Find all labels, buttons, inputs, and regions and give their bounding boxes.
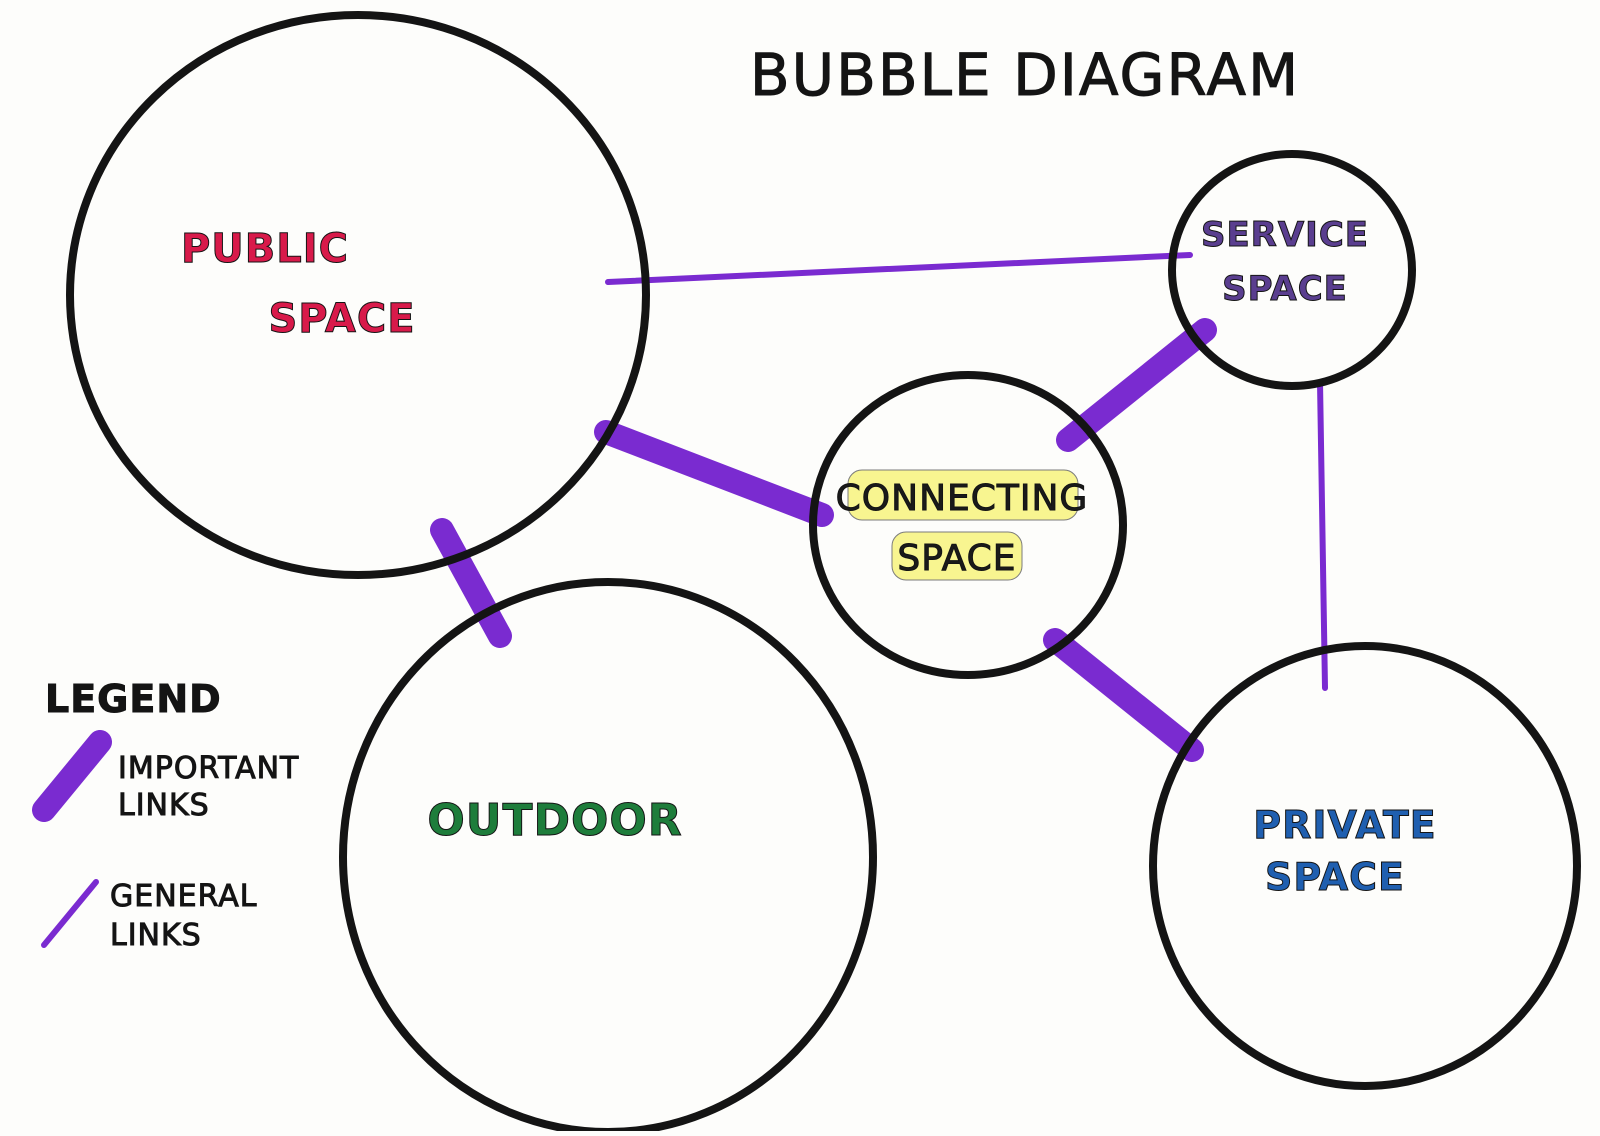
bubble-service-space xyxy=(1168,150,1416,390)
legend-important-swatch xyxy=(32,730,112,822)
connecting-highlight xyxy=(847,469,1079,521)
links-layer xyxy=(430,252,1328,762)
legend-important-label-line1: IMPORTANT xyxy=(118,751,299,786)
legend-general-swatch xyxy=(41,879,99,948)
legend-title: LEGEND xyxy=(45,677,222,721)
link-public-connecting xyxy=(594,420,834,527)
link-connecting-service xyxy=(1056,318,1217,452)
connecting-space-label-line1: CONNECTING xyxy=(836,478,1089,519)
labels-layer: PUBLIC SPACE SERVICE SPACE CONNECTING SP… xyxy=(180,215,1436,900)
public-space-label-line1: PUBLIC xyxy=(181,226,349,272)
bubble-private-space xyxy=(1149,642,1581,1090)
link-public-service xyxy=(605,252,1193,285)
legend: LEGEND IMPORTANT LINKS GENERAL LINKS xyxy=(32,677,299,954)
bubble-public-space xyxy=(66,11,650,579)
legend-important-label-line2: LINKS xyxy=(118,788,210,823)
link-connecting-private xyxy=(1043,628,1204,762)
bubbles-layer xyxy=(66,11,1581,1136)
legend-general-label-line1: GENERAL xyxy=(110,879,257,914)
bubble-outdoor xyxy=(339,578,877,1136)
service-space-label-line1: SERVICE xyxy=(1201,215,1369,255)
connecting-space-label-line2: SPACE xyxy=(897,538,1016,579)
link-service-private xyxy=(1317,379,1328,691)
private-space-label-line2: SPACE xyxy=(1265,855,1405,899)
service-space-label-line2: SPACE xyxy=(1222,269,1348,309)
public-space-label-line2: SPACE xyxy=(268,296,415,342)
connecting-highlight-2 xyxy=(891,531,1023,581)
diagram-title: BUBBLE DIAGRAM xyxy=(750,41,1300,109)
bubble-connecting-space xyxy=(809,371,1127,679)
outdoor-label: OUTDOOR xyxy=(427,795,682,846)
legend-general-label-line2: LINKS xyxy=(110,918,202,953)
private-space-label-line1: PRIVATE xyxy=(1253,803,1436,847)
link-public-outdoor xyxy=(430,518,512,648)
